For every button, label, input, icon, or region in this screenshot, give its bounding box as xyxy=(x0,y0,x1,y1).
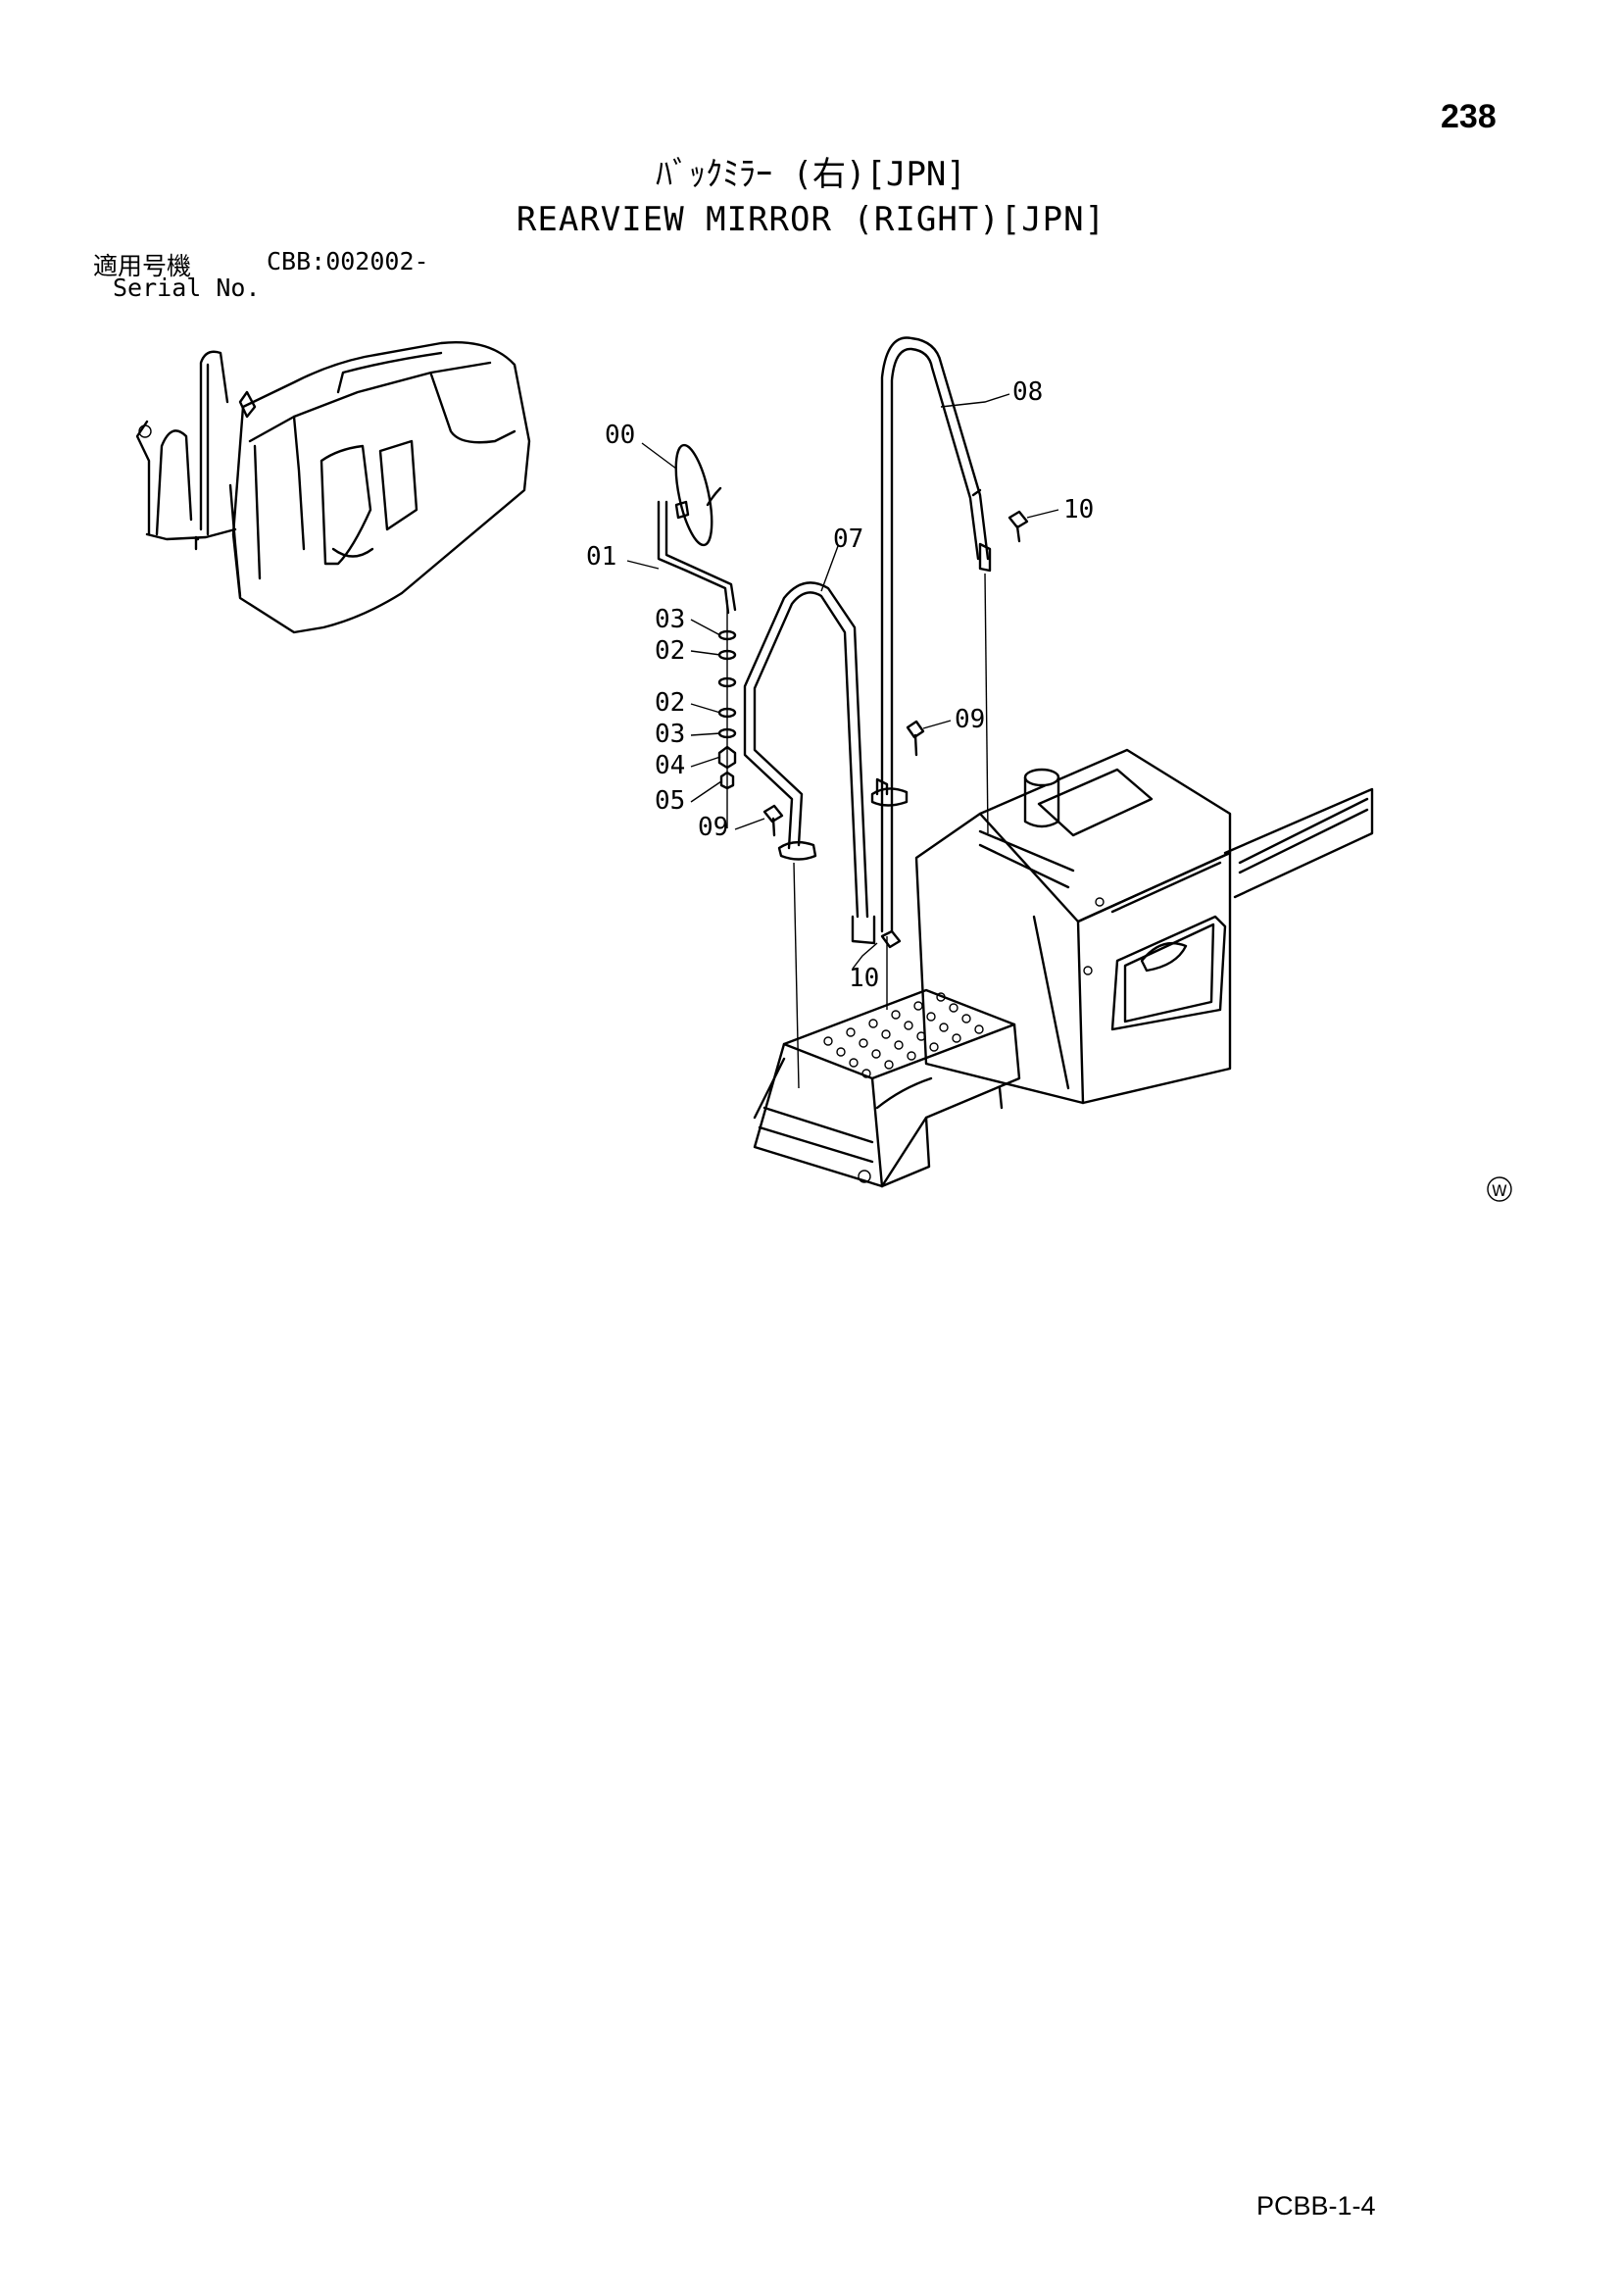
page-title-japanese: ﾊﾞｯｸﾐﾗｰ (右)[JPN] xyxy=(656,155,966,194)
serial-label-japanese: 適用号機 xyxy=(93,252,192,280)
callout-03: 03 xyxy=(655,720,685,749)
step-perforation-pattern xyxy=(823,992,984,1078)
bolt-10-lower xyxy=(880,929,902,949)
callout-10: 10 xyxy=(1063,495,1094,524)
callout-09: 09 xyxy=(955,705,985,734)
callout-05: 05 xyxy=(655,786,685,816)
callout-02: 02 xyxy=(655,688,685,718)
rearview-mirror xyxy=(657,443,737,615)
page-title-english: REARVIEW MIRROR (RIGHT)[JPN] xyxy=(516,200,1106,239)
corner-mark-letter: W xyxy=(1492,1181,1507,1200)
side-step-assembly xyxy=(753,748,1374,1188)
footer-drawing-code: PCBB-1-4 xyxy=(1256,2191,1376,2221)
callout-10: 10 xyxy=(849,964,879,993)
bolt-09-lower xyxy=(762,804,784,837)
bolt-10-upper xyxy=(1008,510,1029,543)
page-number: 238 xyxy=(1441,98,1497,135)
bolt-09-upper xyxy=(906,720,925,757)
callout-03: 03 xyxy=(655,605,685,634)
callout-02: 02 xyxy=(655,636,685,666)
callout-labels: 00 01 03 02 02 03 04 05 09 07 08 10 09 1… xyxy=(586,377,1094,993)
callout-00: 00 xyxy=(605,421,635,450)
callout-07: 07 xyxy=(833,524,863,554)
callout-01: 01 xyxy=(586,542,616,572)
washer-stack xyxy=(717,600,737,828)
handrail-08 xyxy=(870,336,992,1010)
machine-overview-thumbnail xyxy=(135,341,531,634)
callout-09: 09 xyxy=(698,813,728,842)
handrail-07 xyxy=(743,581,876,1089)
callout-04: 04 xyxy=(655,751,685,780)
callout-08: 08 xyxy=(1012,377,1043,407)
corner-w-mark: W xyxy=(1487,1176,1512,1202)
callout-leaders xyxy=(626,393,1059,970)
serial-number-range: CBB:002002- xyxy=(267,247,429,275)
serial-label-english: Serial No. xyxy=(113,274,261,302)
